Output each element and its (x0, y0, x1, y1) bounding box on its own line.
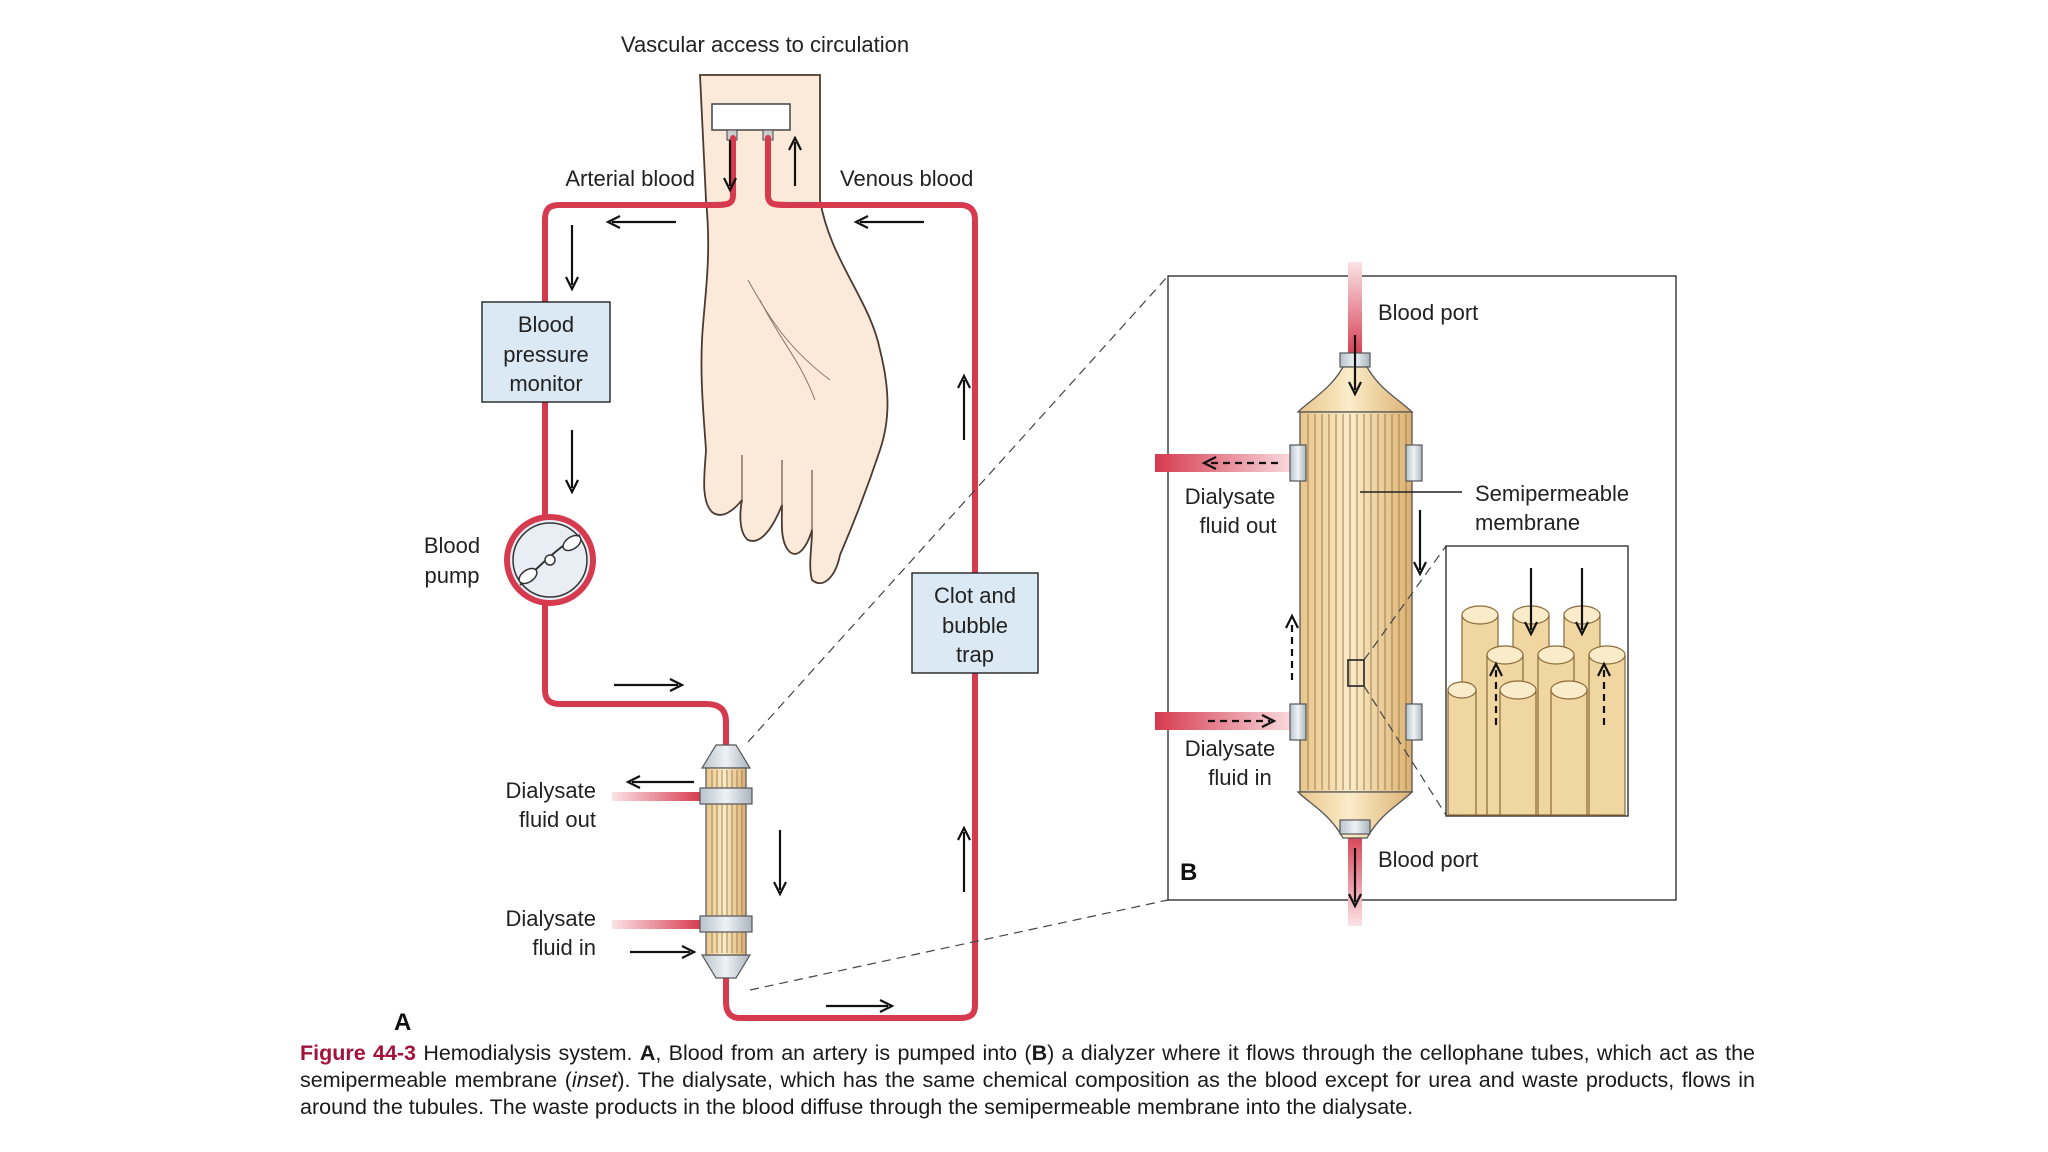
hemodialysis-diagram: Blood pressure monitor Blood pump Clot a… (394, 32, 1677, 1036)
a-dialysate-in-label-1: Dialysate (506, 906, 596, 931)
arterial-blood-label: Arterial blood (565, 166, 695, 191)
caption-panel-b-ref: B (1031, 1041, 1048, 1065)
clot-bubble-trap (911, 572, 1039, 674)
clot-trap-label-3: trap (956, 642, 994, 667)
panel-b-letter: B (1180, 859, 1197, 886)
arm-hand (699, 74, 889, 585)
dialyzer-large (1289, 352, 1423, 839)
vascular-access-patch (711, 103, 791, 131)
b-membrane-label-2: membrane (1475, 510, 1580, 535)
a-dialysate-in-label-2: fluid in (532, 935, 596, 960)
figure-number: Figure 44-3 (300, 1041, 417, 1065)
bp-monitor-label-3: monitor (509, 371, 582, 396)
caption-seg-1: Hemodialysis system. (416, 1041, 640, 1065)
clot-trap-label-2: bubble (942, 613, 1008, 638)
blood-pump (504, 514, 596, 606)
a-dialysate-out-label-2: fluid out (519, 807, 596, 832)
zoom-line-bottom (749, 899, 1169, 991)
blood-pump-label-2: pump (424, 563, 479, 588)
blood-pressure-monitor (481, 301, 611, 403)
flow-arrows-a (565, 135, 971, 1013)
arterial-line (542, 135, 736, 753)
venous-blood-label: Venous blood (840, 166, 973, 191)
bp-monitor-label-1: Blood (518, 312, 574, 337)
panel-b: Blood port Blood port Dialysate fluid ou… (1155, 262, 1677, 926)
bp-monitor-label-2: pressure (503, 342, 589, 367)
caption-inset-ref: inset (571, 1068, 618, 1092)
dialyzer-small (612, 744, 753, 979)
panel-a: Blood pressure monitor Blood pump Clot a… (394, 32, 1039, 1036)
blood-pump-label-1: Blood (424, 533, 480, 558)
caption-panel-a-ref: A (639, 1041, 656, 1065)
caption-seg-3: ) a dialyzer where it flows through the … (300, 1041, 1756, 1092)
figure-caption: Figure 44-3 Hemodialysis system. A, Bloo… (300, 1040, 1755, 1121)
caption-seg-4: ). The dialysate, which has the same che… (300, 1068, 1755, 1119)
membrane-inset (1363, 545, 1629, 817)
panel-a-letter: A (394, 1009, 411, 1036)
a-dialysate-out-label-1: Dialysate (506, 778, 596, 803)
clot-trap-label-1: Clot and (934, 583, 1016, 608)
b-dialysate-in-label-2: fluid in (1208, 765, 1272, 790)
b-dialysate-out-label-1: Dialysate (1185, 484, 1275, 509)
b-blood-port-top-label: Blood port (1378, 300, 1478, 325)
b-membrane-label-1: Semipermeable (1475, 481, 1629, 506)
b-blood-port-bottom-label: Blood port (1378, 847, 1478, 872)
caption-seg-2: , Blood from an artery is pumped into ( (655, 1041, 1032, 1065)
vascular-access-label: Vascular access to circulation (621, 32, 909, 57)
b-dialysate-in-label-1: Dialysate (1185, 736, 1275, 761)
b-dialysate-out-label-2: fluid out (1199, 513, 1276, 538)
flow-arrows-b (1201, 335, 1427, 909)
